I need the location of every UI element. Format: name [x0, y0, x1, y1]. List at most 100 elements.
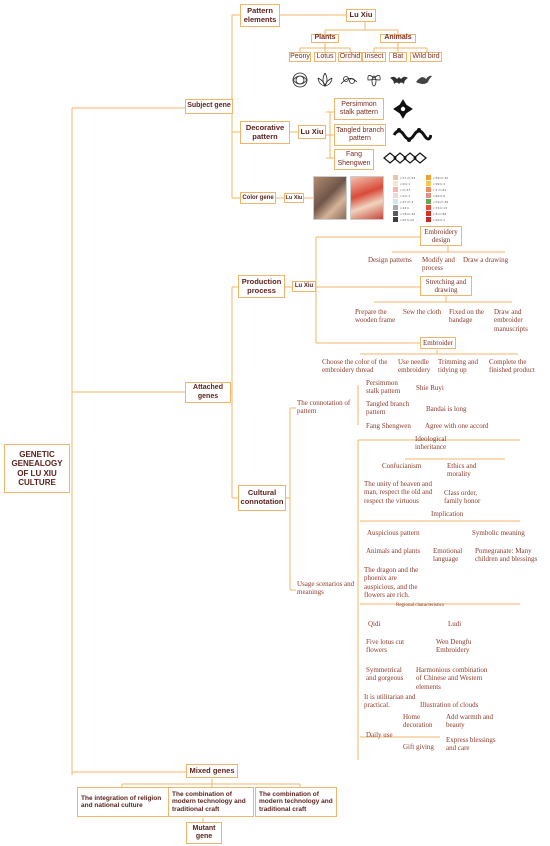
color-swatch	[393, 211, 398, 216]
regional-characteristics-label: Regional characteristics	[396, 603, 444, 608]
clouds-label: Illustration of clouds	[420, 701, 479, 709]
design-step-draw: Draw a drawing	[463, 256, 509, 264]
plants-node: Plants	[311, 34, 339, 43]
confucianism-label: Confucianism	[382, 462, 422, 470]
color-swatch	[426, 187, 431, 192]
connotation-pattern-tangled: Tangled branch pattern	[366, 400, 410, 417]
connotation-pattern-fang: Fang Shengwen	[366, 422, 411, 430]
color-swatch-label: c:99 k:1	[433, 182, 446, 186]
embroider-step-color: Choose the color of the embroidery threa…	[322, 358, 388, 375]
five-lotus-label: Five lotus cut flowers	[366, 638, 405, 655]
color-swatch-label: c:27 m:3	[400, 200, 414, 204]
decorative-item-tangled: Tangled branch pattern	[334, 124, 386, 146]
class-order-label: Class order, family honor	[444, 489, 481, 506]
color-swatch	[426, 193, 431, 198]
animals-node: Animals	[380, 34, 416, 43]
insect-icon	[367, 75, 381, 87]
plant-item-peony: Peony	[289, 52, 311, 62]
persimmon-pattern-icon	[393, 99, 413, 119]
plant-item-orchid: Orchid	[338, 52, 362, 62]
wild-bird-icon	[416, 75, 432, 84]
root-node: GENETIC GENEALOGY OF LU XIU CULTURE	[4, 444, 70, 493]
connotation-pattern-persimmon: Persimmon stalk pattern	[366, 379, 401, 396]
bat-icon	[390, 76, 408, 84]
decorative-pattern-node: Decorative pattern	[240, 121, 290, 144]
color-swatch-label: c:6 m:84	[433, 212, 447, 216]
color-swatch	[393, 175, 398, 180]
decorative-item-fang: Fang Shengwen	[334, 149, 374, 170]
color-swatch-label: c:59 m:32	[433, 176, 449, 180]
color-swatch	[393, 217, 398, 222]
dragon-phoenix-label: The dragon and the phoenix are auspiciou…	[364, 566, 419, 600]
plant-item-lotus: Lotus	[314, 52, 336, 62]
color-swatch-label: c:1 m:61	[433, 188, 447, 192]
cultural-connotation-node: Cultural connotation	[238, 485, 286, 511]
symmetrical-label: Symmetrical and gorgeous	[366, 666, 404, 683]
embroider-step-complete: Complete the finished product	[489, 358, 535, 375]
production-lu-xiu-node: Lu Xiu	[292, 281, 316, 292]
color-swatch-label: c:m:17	[400, 188, 411, 192]
decorative-item-persimmon: Persimmon stalk pattern	[334, 98, 384, 120]
color-swatch	[393, 199, 398, 204]
warmth-label: Add warmth and beauty	[446, 713, 494, 730]
utilitarian-label: It is utilitarian and practical.	[364, 693, 416, 710]
color-swatch	[393, 187, 398, 192]
lu-xiu-node: Lu Xiu	[346, 9, 376, 22]
blessings-label: Express blessings and care	[446, 736, 496, 753]
fang-shengwen-icon	[383, 152, 427, 164]
auspicious-pattern-label: Auspicious pattern	[367, 529, 420, 537]
mutant-gene-node: Mutant gene	[186, 822, 222, 844]
embroidery-design-node: Embroidery design	[420, 226, 462, 246]
mixed-item-religion: The integration of religion and national…	[77, 787, 169, 817]
peony-icon	[292, 72, 308, 88]
stretch-step-manuscripts: Draw and embroider manuscripts	[494, 308, 528, 333]
color-swatch	[426, 175, 431, 180]
design-step-patterns: Design patterns	[368, 256, 412, 264]
emotional-language-label: Emotional language	[433, 547, 463, 564]
color-swatch	[426, 211, 431, 216]
decorative-lu-xiu-node: Lu Xiu	[298, 125, 326, 139]
connotation-of-pattern-label: The connotation of pattern	[297, 399, 351, 416]
production-process-node: Production process	[238, 275, 285, 298]
ideological-inheritance: Ideological inheritance	[415, 435, 447, 452]
subject-gene-node: Subject gene	[185, 99, 233, 114]
stretching-drawing-node: Stretching and drawing	[420, 276, 472, 296]
lotus-icon	[317, 72, 333, 87]
color-swatch-label: c:78 m:42	[400, 212, 416, 216]
connotation-meaning-fang: Agree with one accord	[425, 422, 489, 430]
stretch-step-sew: Sew the cloth	[403, 308, 442, 316]
mixed-item-technology-2: The combination of modern technology and…	[255, 787, 337, 817]
color-swatch	[426, 199, 431, 204]
embroidery-photo-1	[313, 176, 347, 220]
animal-item-wild-bird: Wild bird	[410, 52, 442, 62]
color-swatch-label: c:9 k:1	[400, 194, 411, 198]
unity-label: The unity of heaven and man, respect the…	[364, 480, 433, 505]
gift-giving-label: Gift giving	[403, 743, 434, 751]
animal-item-insect: Insect	[362, 52, 386, 62]
animals-plants-label: Animals and plants	[366, 547, 421, 555]
embroider-step-needle: Use needle embroidery	[398, 358, 431, 375]
connotation-meaning-tangled: Bandai is long	[426, 405, 467, 413]
color-swatch	[393, 205, 398, 210]
symbolic-meaning-label: Symbolic meaning	[472, 529, 525, 537]
color-swatch-label: c:17 m:23	[400, 176, 416, 180]
embroider-step-trimming: Trimming and tidying up	[438, 358, 478, 375]
color-swatch-label: c:24 k	[400, 206, 410, 210]
color-swatch-label: c:79 m:39	[433, 200, 449, 204]
color-swatch-label: c:69 k:9	[433, 194, 446, 198]
embroider-node: Embroider	[420, 337, 456, 349]
color-swatch	[426, 217, 431, 222]
color-swatch-label: c:67 k:22	[400, 218, 414, 222]
stretch-step-bandage: Fixed on the bandage	[449, 308, 484, 325]
home-decoration-label: Home decoration	[403, 713, 433, 730]
mixed-item-technology-1: The combination of modern technology and…	[168, 787, 254, 817]
usage-scenarios-label: Usage scenarios and meanings	[297, 580, 355, 597]
ludi-label: Ludi	[448, 620, 462, 628]
wen-dengfu-label: Wen Dengfu Embroidery	[436, 638, 472, 655]
color-swatch	[393, 181, 398, 186]
animal-item-bat: Bat	[389, 52, 407, 62]
stretch-step-frame: Prepare the wooden frame	[355, 308, 396, 325]
harmonious-label: Harmonious combination of Chinese and We…	[416, 666, 488, 691]
connotation-meaning-persimmon: Shie Ruyi	[416, 384, 444, 392]
